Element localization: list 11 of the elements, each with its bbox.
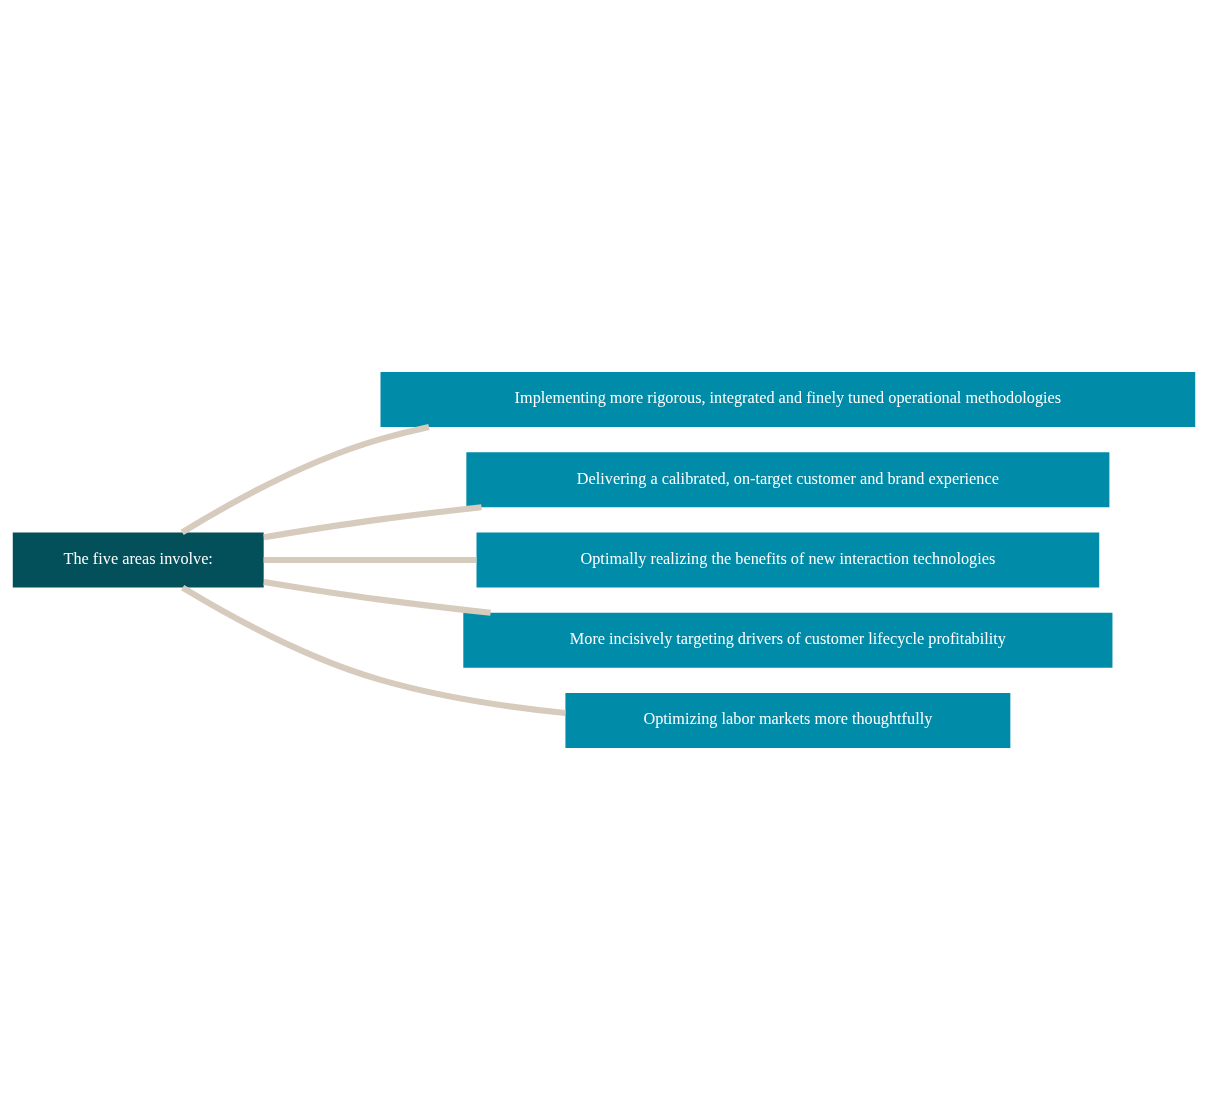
- node-box: Optimizing labor markets more thoughtfully: [565, 692, 1011, 748]
- node-box: The five areas involve:: [12, 532, 264, 587]
- node-box: Delivering a calibrated, on-target customer and brand experience: [466, 451, 1110, 507]
- connector: [180, 423, 430, 535]
- connector: [263, 556, 477, 563]
- node-box: Implementing more rigorous, integrated and finely tuned operational methodologies: [380, 371, 1196, 427]
- node-box: Optimally realizing the benefits of new interaction technologies: [476, 532, 1100, 587]
- node-box: More incisively targeting drivers of customer lifecycle profitability: [463, 612, 1113, 668]
- connector: [263, 578, 491, 616]
- connector: [181, 584, 566, 716]
- connector: [263, 503, 482, 540]
